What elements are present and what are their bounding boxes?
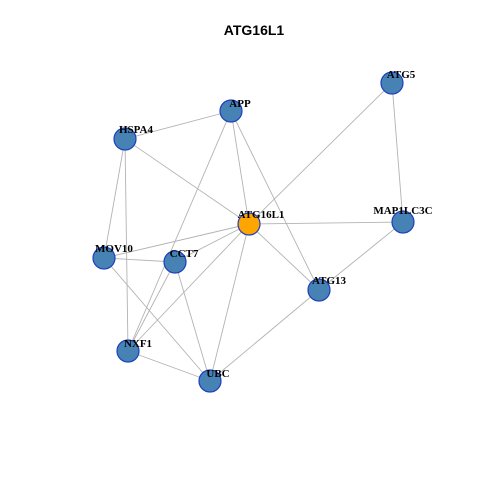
node-label-atg5: ATG5 <box>387 69 416 81</box>
edge-atg16l1-map1lc3c <box>248 221 404 225</box>
node-hspa4: HSPA4 <box>113 124 154 151</box>
edge-atg16l1-ubc <box>209 223 250 382</box>
edge-map1lc3c-atg13 <box>318 221 404 291</box>
edge-cct7-ubc <box>174 261 211 382</box>
node-cct7: CCT7 <box>163 248 199 274</box>
edge-app-nxf1 <box>127 110 232 352</box>
node-circle-mov10 <box>92 246 116 270</box>
node-app: APP <box>219 98 251 123</box>
node-circle-ubc <box>198 369 222 393</box>
node-circle-map1lc3c <box>391 210 415 234</box>
node-ubc: UBC <box>198 368 230 393</box>
edge-atg16l1-app <box>230 110 250 225</box>
edge-app-atg13 <box>230 110 320 291</box>
node-circle-hspa4 <box>113 127 137 151</box>
node-label-atg13: ATG13 <box>312 275 347 287</box>
node-map1lc3c: MAP1LC3C <box>373 205 433 234</box>
node-label-app: APP <box>229 98 251 110</box>
edge-mov10-ubc <box>103 257 211 382</box>
edge-hspa4-mov10 <box>103 138 126 259</box>
edge-atg5-map1lc3c <box>391 82 404 223</box>
edge-nxf1-ubc <box>127 350 211 382</box>
edge-atg16l1-atg5 <box>248 82 393 225</box>
diagram-title: ATG16L1 <box>224 22 285 38</box>
edge-mov10-cct7 <box>103 257 176 263</box>
node-atg5: ATG5 <box>380 69 416 95</box>
node-label-atg16l1: ATG16L1 <box>238 209 285 221</box>
edge-atg16l1-hspa4 <box>124 138 250 225</box>
node-circle-cct7 <box>163 250 187 274</box>
edge-atg16l1-mov10 <box>103 223 250 259</box>
node-nxf1: NXF1 <box>116 338 152 363</box>
edge-app-hspa4 <box>124 110 232 140</box>
node-atg13: ATG13 <box>307 275 347 302</box>
node-circle-nxf1 <box>116 339 140 363</box>
edge-atg16l1-cct7 <box>174 223 250 263</box>
edge-atg13-ubc <box>209 289 320 382</box>
node-label-mov10: MOV10 <box>95 243 133 255</box>
node-circle-atg16l1 <box>237 212 261 236</box>
node-label-hspa4: HSPA4 <box>119 124 154 136</box>
edge-atg16l1-atg13 <box>248 223 320 291</box>
node-circle-app <box>219 99 243 123</box>
node-label-ubc: UBC <box>206 368 229 380</box>
edge-layer <box>103 82 404 382</box>
edge-hspa4-nxf1 <box>124 138 129 352</box>
edge-cct7-nxf1 <box>127 261 176 352</box>
node-mov10: MOV10 <box>92 243 133 270</box>
node-atg16l1: ATG16L1 <box>237 209 285 236</box>
node-label-map1lc3c: MAP1LC3C <box>373 205 432 217</box>
node-label-cct7: CCT7 <box>170 248 199 260</box>
node-circle-atg13 <box>307 278 331 302</box>
node-circle-atg5 <box>380 71 404 95</box>
node-label-nxf1: NXF1 <box>124 338 152 350</box>
edge-atg16l1-nxf1 <box>127 223 250 352</box>
